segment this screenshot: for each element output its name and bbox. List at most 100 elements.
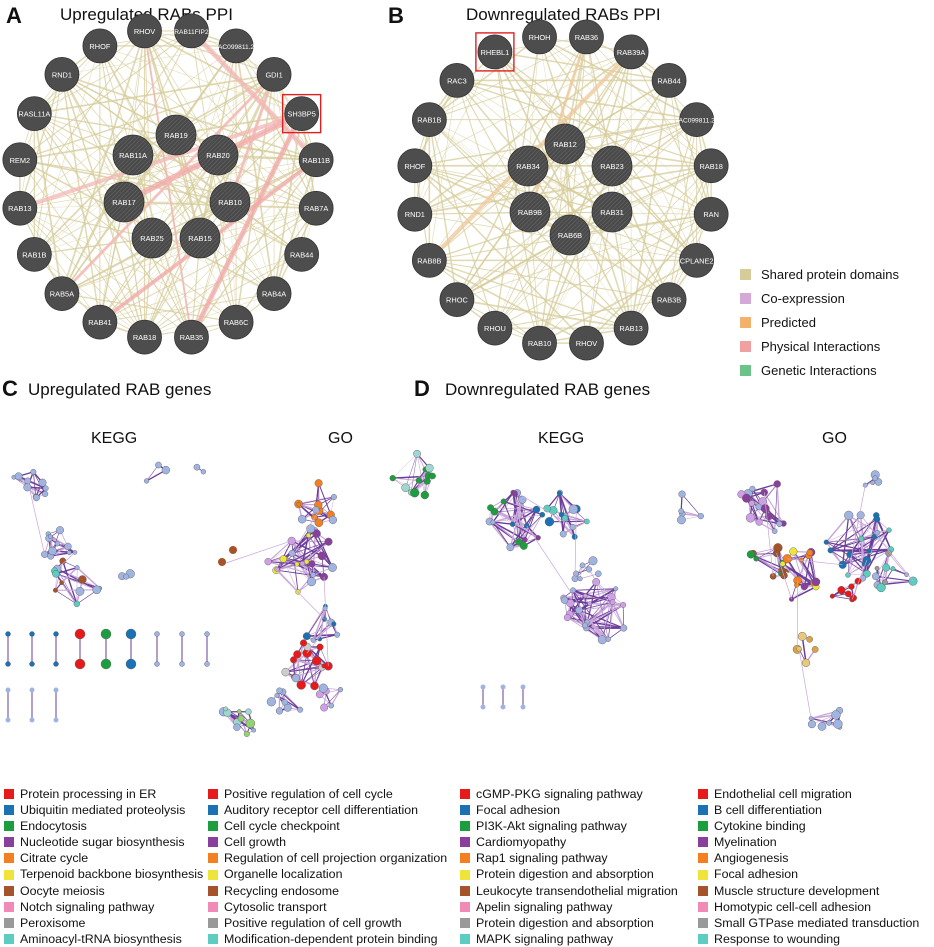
key-label: PI3K-Akt signaling pathway xyxy=(476,818,627,834)
svg-text:RAB7A: RAB7A xyxy=(304,204,328,213)
key-item: Apelin signaling pathway xyxy=(460,899,678,915)
key-item: Cytosolic transport xyxy=(208,899,447,915)
key-item: Cell cycle checkpoint xyxy=(208,818,447,834)
node-rab6b: RAB6B xyxy=(550,215,590,255)
key-swatch xyxy=(698,886,708,896)
key-label: Leukocyte transendothelial migration xyxy=(476,883,678,899)
key-item: Aminoacyl-tRNA biosynthesis xyxy=(4,931,203,947)
node-rab11a: RAB11A xyxy=(113,135,153,175)
key-label: Aminoacyl-tRNA biosynthesis xyxy=(20,931,182,947)
enrichment-cluster xyxy=(282,640,333,690)
svg-text:RHOF: RHOF xyxy=(89,42,110,51)
node-rab39a: RAB39A xyxy=(614,35,648,69)
legend-item-shared-domains: Shared protein domains xyxy=(740,262,899,286)
enrichment-cluster xyxy=(194,464,206,474)
enrichment-cluster xyxy=(51,558,102,607)
key-item: Oocyte meiosis xyxy=(4,883,203,899)
node-rab18: RAB18 xyxy=(694,149,728,183)
network-legend: Shared protein domains Co-expression Pre… xyxy=(740,262,899,382)
svg-text:RAB23: RAB23 xyxy=(600,162,623,171)
svg-text:RAB1B: RAB1B xyxy=(22,250,46,259)
key-swatch xyxy=(460,789,470,799)
legend-swatch xyxy=(740,365,751,376)
key-swatch xyxy=(460,918,470,928)
node-rem2: REM2 xyxy=(3,143,37,177)
key-label: Peroxisome xyxy=(20,915,85,931)
svg-text:RAB3B: RAB3B xyxy=(657,296,681,305)
key-item: cGMP-PKG signaling pathway xyxy=(460,786,678,802)
enrichment-cluster xyxy=(219,707,256,737)
key-swatch xyxy=(698,821,708,831)
node-rhebl1: RHEBL1 xyxy=(478,35,512,69)
legend-swatch xyxy=(740,341,751,352)
key-label: Oocyte meiosis xyxy=(20,883,105,899)
node-rab1b: RAB1B xyxy=(17,237,51,271)
svg-text:RAB18: RAB18 xyxy=(133,333,156,342)
node-rab44: RAB44 xyxy=(285,237,319,271)
key-swatch xyxy=(698,789,708,799)
enrichment-cluster xyxy=(294,479,336,526)
key-swatch xyxy=(698,902,708,912)
key-swatch xyxy=(208,886,218,896)
key-label: Protein digestion and absorption xyxy=(476,866,654,882)
node-rab19: RAB19 xyxy=(156,115,196,155)
legend-item-physical: Physical Interactions xyxy=(740,334,899,358)
legend-label: Co-expression xyxy=(761,291,845,306)
key-item: Regulation of cell projection organizati… xyxy=(208,850,447,866)
node-rab10: RAB10 xyxy=(210,182,250,222)
svg-text:RAC3: RAC3 xyxy=(447,76,467,85)
key-item: Small GTPase mediated transduction xyxy=(698,915,919,931)
key-item: Notch signaling pathway xyxy=(4,899,203,915)
svg-text:RAB18: RAB18 xyxy=(699,162,722,171)
node-rab44: RAB44 xyxy=(652,63,686,97)
key-swatch xyxy=(4,853,14,863)
node-rhoh: RHOH xyxy=(523,20,557,54)
svg-text:GDI1: GDI1 xyxy=(265,70,282,79)
key-swatch xyxy=(4,934,14,944)
key-item: Endocytosis xyxy=(4,818,203,834)
svg-text:RAB15: RAB15 xyxy=(188,234,211,243)
svg-text:RAB19: RAB19 xyxy=(164,131,187,140)
key-item: Angiogenesis xyxy=(698,850,919,866)
key-swatch xyxy=(4,886,14,896)
key-label: Muscle structure development xyxy=(714,883,879,899)
enrichment-cluster xyxy=(824,511,894,581)
key-swatch xyxy=(460,805,470,815)
panel-title-c: Upregulated RAB genes xyxy=(28,380,211,400)
key-swatch xyxy=(460,934,470,944)
enrichment-cluster xyxy=(808,707,843,730)
svg-text:RAB41: RAB41 xyxy=(88,318,111,327)
key-swatch xyxy=(208,934,218,944)
node-rhou: RHOU xyxy=(478,311,512,345)
node-rab31: RAB31 xyxy=(592,192,632,232)
key-item: Leukocyte transendothelial migration xyxy=(460,883,678,899)
key-label: Modification-dependent protein binding xyxy=(224,931,438,947)
node-rab13: RAB13 xyxy=(3,191,37,225)
key-swatch xyxy=(208,902,218,912)
enrichment-cluster xyxy=(572,557,602,582)
key-item: Cardiomyopathy xyxy=(460,834,678,850)
d-go-label: GO xyxy=(822,430,847,448)
svg-text:RND1: RND1 xyxy=(405,210,425,219)
key-label: Protein processing in ER xyxy=(20,786,156,802)
key-label: Endothelial cell migration xyxy=(714,786,852,802)
c-kegg-label: KEGG xyxy=(91,430,137,448)
enrichment-cluster xyxy=(144,462,170,483)
enrichment-cluster xyxy=(830,578,861,602)
key-item: Citrate cycle xyxy=(4,850,203,866)
key-item: Protein processing in ER xyxy=(4,786,203,802)
node-cplane2: CPLANE2 xyxy=(680,243,714,277)
key-item: Protein digestion and absorption xyxy=(460,915,678,931)
key-item: B cell differentiation xyxy=(698,802,919,818)
enrichment-cluster xyxy=(303,604,340,642)
node-rasl11a: RASL11A xyxy=(17,97,51,131)
key-swatch xyxy=(460,902,470,912)
enrichment-cluster xyxy=(316,684,343,711)
enrichment-cluster xyxy=(118,569,134,579)
node-rhof: RHOF xyxy=(398,149,432,183)
key-item: Modification-dependent protein binding xyxy=(208,931,447,947)
legend-swatch xyxy=(740,317,751,328)
